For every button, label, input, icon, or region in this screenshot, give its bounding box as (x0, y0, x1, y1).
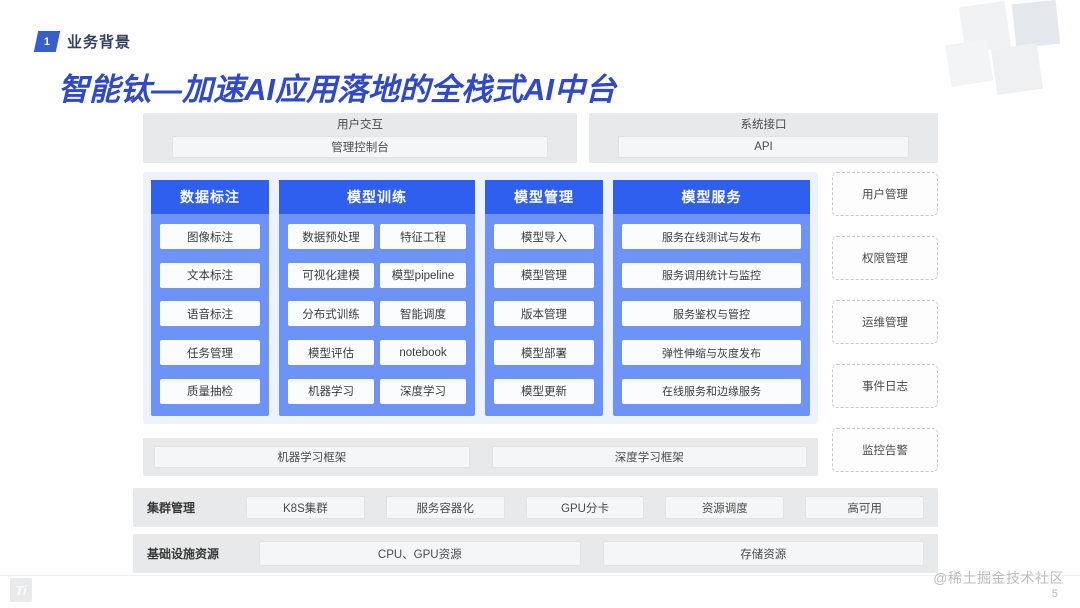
column-model-management: 模型管理 模型导入 模型管理 版本管理 模型部署 模型更新 (485, 180, 603, 416)
cell-item[interactable]: 分布式训练 (288, 301, 374, 327)
cell-item[interactable]: 服务在线测试与发布 (622, 224, 801, 250)
infrastructure-row-label: 基础设施资源 (147, 547, 220, 561)
deco-square-2 (1011, 0, 1061, 49)
framework-row: 机器学习框架 深度学习框架 (143, 438, 818, 476)
cell-item[interactable]: 模型部署 (494, 340, 594, 366)
section-label: 业务背景 (67, 34, 132, 51)
cell-item[interactable]: 质量抽检 (160, 378, 260, 404)
cell-item[interactable]: 服务调用统计与监控 (622, 262, 801, 288)
top-layer-row: 用户交互 管理控制台 系统接口 API (143, 113, 938, 163)
cell-item[interactable]: 模型更新 (494, 378, 594, 404)
cluster-row-label: 集群管理 (147, 501, 196, 515)
system-interface-band: 系统接口 API (589, 113, 938, 163)
column-title-data-annotation: 数据标注 (151, 180, 269, 214)
chip-storage-resource[interactable]: 存储资源 (602, 541, 924, 566)
chip-dl-framework[interactable]: 深度学习框架 (491, 446, 807, 468)
chip-k8s-cluster[interactable]: K8S集群 (246, 496, 365, 519)
column-body-data-annotation: 图像标注 文本标注 语音标注 任务管理 质量抽检 (151, 214, 269, 408)
chip-cpu-gpu-resource[interactable]: CPU、GPU资源 (259, 541, 581, 566)
cluster-band: 集群管理 K8S集群 服务容器化 GPU分卡 资源调度 高可用 (133, 488, 938, 527)
infrastructure-row: 基础设施资源 CPU、GPU资源 存储资源 (133, 534, 938, 573)
cell-item[interactable]: 可视化建模 (288, 262, 374, 288)
ti-logo-icon: Ti (10, 578, 32, 602)
management-sidebar: 用户管理 权限管理 运维管理 事件日志 监控告警 (832, 172, 938, 472)
watermark: @稀土掘金技术社区 (933, 570, 1064, 586)
column-title-model-management: 模型管理 (485, 180, 603, 214)
cell-item[interactable]: notebook (380, 340, 466, 366)
chip-service-containerization[interactable]: 服务容器化 (385, 496, 505, 519)
page-number: 5 (1051, 588, 1058, 600)
sidebar-item-user-management[interactable]: 用户管理 (832, 172, 938, 216)
cell-item[interactable]: 深度学习 (380, 378, 466, 404)
page-title: 智能钛—加速AI应用落地的全栈式AI中台 (58, 72, 616, 107)
cell-item[interactable]: 模型导入 (494, 224, 594, 250)
user-interaction-caption: 用户交互 (337, 119, 383, 131)
cell-item[interactable]: 服务鉴权与管控 (622, 301, 801, 327)
cell-item[interactable]: 机器学习 (288, 378, 374, 404)
cell-item[interactable]: 数据预处理 (288, 224, 374, 250)
column-title-model-training: 模型训练 (279, 180, 475, 214)
section-number-badge: 1 (33, 31, 61, 52)
sidebar-item-monitoring-alert[interactable]: 监控告警 (832, 428, 938, 472)
column-body-model-service: 服务在线测试与发布 服务调用统计与监控 服务鉴权与管控 弹性伸缩与灰度发布 在线… (613, 214, 810, 408)
framework-band: 机器学习框架 深度学习框架 (143, 438, 818, 476)
cell-item[interactable]: 弹性伸缩与灰度发布 (622, 340, 801, 366)
footer-divider (0, 575, 1080, 576)
chip-api[interactable]: API (618, 136, 909, 158)
sidebar-item-permission-management[interactable]: 权限管理 (832, 236, 938, 280)
chip-resource-scheduling[interactable]: 资源调度 (665, 496, 785, 519)
sidebar-item-ops-management[interactable]: 运维管理 (832, 300, 938, 344)
column-model-service: 模型服务 服务在线测试与发布 服务调用统计与监控 服务鉴权与管控 弹性伸缩与灰度… (613, 180, 810, 416)
column-data-annotation: 数据标注 图像标注 文本标注 语音标注 任务管理 质量抽检 (151, 180, 269, 416)
infrastructure-band: 基础设施资源 CPU、GPU资源 存储资源 (133, 534, 938, 573)
deco-square-1 (959, 1, 1011, 53)
chip-high-availability[interactable]: 高可用 (805, 496, 924, 519)
cell-item[interactable]: 语音标注 (160, 301, 260, 327)
column-body-model-management: 模型导入 模型管理 版本管理 模型部署 模型更新 (485, 214, 603, 408)
sidebar-item-event-log[interactable]: 事件日志 (832, 364, 938, 408)
column-title-model-service: 模型服务 (613, 180, 810, 214)
cell-item[interactable]: 模型管理 (494, 262, 594, 288)
cell-item[interactable]: 模型pipeline (380, 262, 466, 288)
deco-square-3 (944, 38, 994, 88)
platform-panel: 数据标注 图像标注 文本标注 语音标注 任务管理 质量抽检 模型训练 数据预处理… (143, 172, 818, 424)
decorative-squares (944, 0, 1080, 95)
cell-item[interactable]: 在线服务和边缘服务 (622, 378, 801, 404)
user-interaction-band: 用户交互 管理控制台 (143, 113, 577, 163)
cell-item[interactable]: 图像标注 (160, 224, 260, 250)
chip-ml-framework[interactable]: 机器学习框架 (154, 446, 470, 468)
chip-gpu-partition[interactable]: GPU分卡 (525, 496, 645, 519)
system-interface-caption: 系统接口 (740, 119, 787, 131)
cell-item[interactable]: 文本标注 (160, 262, 260, 288)
deco-square-4 (991, 43, 1043, 95)
section-number: 1 (43, 35, 51, 48)
column-body-model-training: 数据预处理 特征工程 可视化建模 模型pipeline 分布式训练 智能调度 模… (279, 214, 475, 408)
cell-item[interactable]: 模型评估 (288, 340, 374, 366)
cluster-row: 集群管理 K8S集群 服务容器化 GPU分卡 资源调度 高可用 (133, 488, 938, 527)
cell-item[interactable]: 任务管理 (160, 340, 260, 366)
section-tag: 1 业务背景 (33, 31, 132, 52)
chip-management-console[interactable]: 管理控制台 (172, 136, 548, 158)
cell-item[interactable]: 智能调度 (380, 301, 466, 327)
cell-item[interactable]: 特征工程 (380, 224, 466, 250)
cell-item[interactable]: 版本管理 (494, 301, 594, 327)
column-model-training: 模型训练 数据预处理 特征工程 可视化建模 模型pipeline 分布式训练 智… (279, 180, 475, 416)
